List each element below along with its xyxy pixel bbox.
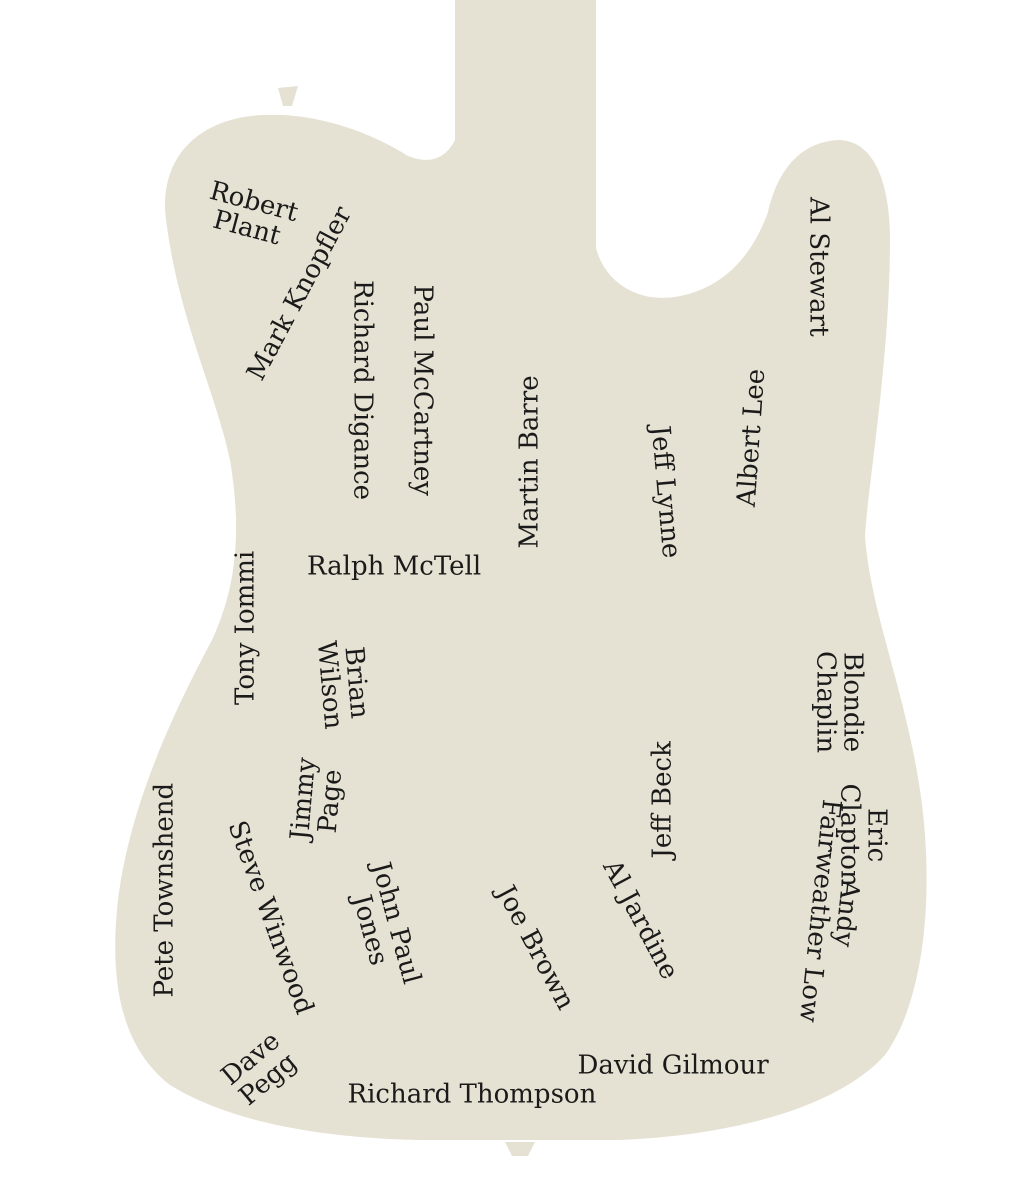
signature-david-gilmour: David Gilmour xyxy=(577,1050,769,1081)
signature-ralph-mctell: Ralph McTell xyxy=(307,551,482,582)
signature-tony-iommi: Tony Iommi xyxy=(230,550,261,705)
signature-jeff-beck: Jeff Beck xyxy=(647,741,678,859)
signature-brian-wilson: Brian Wilson xyxy=(310,639,375,731)
signature-blondie-chaplin: Blondie Chaplin xyxy=(810,651,868,754)
signature-jimmy-page: Jimmy Page xyxy=(284,756,349,842)
signature-pete-townshend: Pete Townshend xyxy=(149,782,180,998)
guitar-strap-button xyxy=(505,1142,535,1156)
signature-richard-thompson: Richard Thompson xyxy=(347,1079,597,1110)
signature-richard-digance: Richard Digance xyxy=(347,280,378,501)
signature-al-stewart: Al Stewart xyxy=(803,197,834,337)
signature-paul-mccartney: Paul McCartney xyxy=(407,284,438,496)
guitar-headstock-tab xyxy=(278,86,298,106)
guitar-body-outline xyxy=(115,0,927,1140)
signature-martin-barre: Martin Barre xyxy=(514,375,545,549)
